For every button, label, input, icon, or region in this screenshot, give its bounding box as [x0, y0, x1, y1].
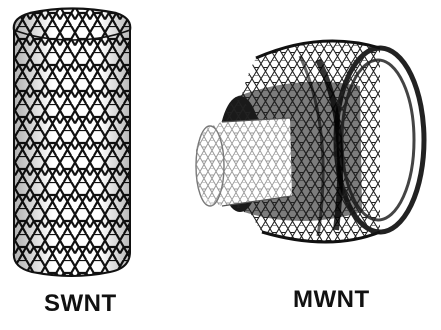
swnt-label: SWNT	[44, 290, 117, 318]
mwnt-label: MWNT	[293, 286, 370, 314]
mwnt-tube	[196, 41, 424, 242]
swnt-tube	[8, 0, 138, 285]
